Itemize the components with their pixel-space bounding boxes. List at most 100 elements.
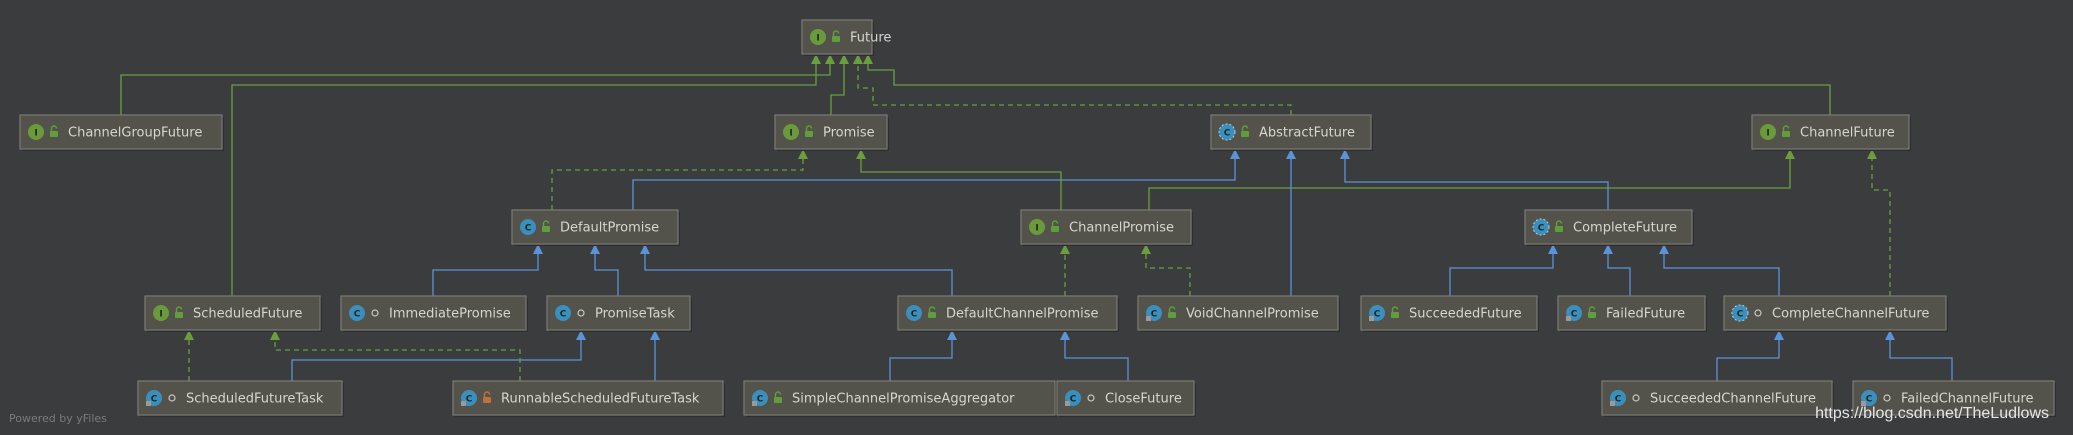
node-label: CompleteFuture <box>1573 221 1677 236</box>
edge-channel-promise-to-promise <box>856 149 1062 210</box>
node-promise[interactable]: I Promise <box>774 114 889 151</box>
edge-complete-channel-future-to-complete-future <box>1659 244 1780 296</box>
edge-promise-to-future <box>830 54 849 115</box>
edge-default-promise-to-abstract-future <box>632 149 1240 210</box>
svg-text:C: C <box>1737 310 1744 320</box>
edge-default-channel-promise-to-default-promise <box>640 244 953 296</box>
edge-default-promise-to-promise <box>551 149 808 210</box>
package-visibility-icon <box>1754 309 1762 317</box>
class-badge-icon: C <box>146 390 162 406</box>
public-visibility-icon <box>928 306 936 318</box>
public-visibility-icon <box>1051 220 1059 232</box>
class-badge-icon: C <box>1146 305 1162 321</box>
public-visibility-icon <box>1241 125 1249 137</box>
node-runnable-scheduled-future-task[interactable]: C RunnableScheduledFutureTask <box>452 380 725 417</box>
node-label: SimpleChannelPromiseAggregator <box>792 392 1015 407</box>
public-visibility-icon <box>1391 306 1399 318</box>
edge-void-channel-promise-to-abstract-future <box>1286 149 1296 296</box>
class-badge-icon: C <box>1532 218 1550 236</box>
edge-channel-group-future-to-future <box>120 54 835 115</box>
node-label: FailedChannelFuture <box>1901 392 2034 407</box>
edge-scheduled-future-to-future <box>231 54 821 296</box>
interface-badge-icon: I <box>783 124 799 140</box>
package-visibility-icon <box>371 309 379 317</box>
svg-text:I: I <box>1035 224 1038 234</box>
node-label: ChannelGroupFuture <box>68 126 202 141</box>
public-visibility-icon <box>1782 125 1790 137</box>
public-visibility-icon <box>50 125 58 137</box>
edge-failed-channel-future-to-complete-channel-future <box>1885 330 1953 381</box>
svg-text:I: I <box>789 129 792 139</box>
node-label: SucceededFuture <box>1409 307 1522 322</box>
edge-runnable-scheduled-future-task-to-scheduled-future <box>270 330 521 381</box>
class-badge-icon: C <box>1065 390 1081 406</box>
node-label: ScheduledFuture <box>193 307 302 322</box>
package-visibility-icon <box>168 394 176 402</box>
svg-text:C: C <box>560 310 567 320</box>
node-succeeded-future[interactable]: C SucceededFuture <box>1360 295 1539 332</box>
svg-text:C: C <box>466 395 473 405</box>
node-label: CloseFuture <box>1105 392 1182 407</box>
edge-failed-future-to-complete-future <box>1603 244 1631 296</box>
watermark-link[interactable]: https://blog.csdn.net/TheLudlows <box>1815 405 2049 422</box>
class-badge-icon: C <box>906 305 922 321</box>
node-label: DefaultChannelPromise <box>946 307 1099 322</box>
package-visibility-icon <box>1087 394 1095 402</box>
node-label: RunnableScheduledFutureTask <box>501 392 700 407</box>
node-label: ChannelPromise <box>1069 221 1174 236</box>
node-default-channel-promise[interactable]: C DefaultChannelPromise <box>897 295 1119 332</box>
class-badge-icon: C <box>1369 305 1385 321</box>
class-badge-icon: C <box>461 390 477 406</box>
node-abstract-future[interactable]: C AbstractFuture <box>1210 114 1373 151</box>
edge-promise-task-to-default-promise <box>590 244 619 296</box>
package-visibility-icon <box>577 309 585 317</box>
svg-text:C: C <box>911 310 918 320</box>
edge-runnable-scheduled-future-task-to-promise-task <box>650 330 660 381</box>
interface-badge-icon: I <box>810 29 826 45</box>
svg-text:I: I <box>159 310 162 320</box>
svg-text:C: C <box>525 224 532 234</box>
svg-text:C: C <box>1538 224 1545 234</box>
interface-badge-icon: I <box>153 305 169 321</box>
svg-text:C: C <box>1070 395 1077 405</box>
class-badge-icon: C <box>1610 390 1626 406</box>
node-label: ImmediatePromise <box>389 307 511 322</box>
edge-channel-future-to-future <box>863 54 1831 115</box>
public-visibility-icon <box>774 391 782 403</box>
edge-abstract-future-to-future <box>853 54 1292 115</box>
node-complete-future[interactable]: C CompleteFuture <box>1524 209 1694 246</box>
class-badge-icon: C <box>555 305 571 321</box>
svg-text:C: C <box>1151 310 1158 320</box>
class-badge-icon: C <box>1566 305 1582 321</box>
node-label: ChannelFuture <box>1800 126 1895 141</box>
node-channel-promise[interactable]: I ChannelPromise <box>1020 209 1193 246</box>
edge-complete-channel-future-to-channel-future <box>1867 149 1891 296</box>
edge-scheduled-future-task-to-scheduled-future <box>184 330 194 381</box>
class-badge-icon: C <box>520 219 536 235</box>
public-visibility-icon <box>1555 220 1563 232</box>
node-scheduled-future[interactable]: I ScheduledFuture <box>144 295 322 332</box>
svg-text:C: C <box>1571 310 1578 320</box>
node-label: Promise <box>823 126 875 141</box>
node-close-future[interactable]: C CloseFuture <box>1056 380 1196 417</box>
interface-badge-icon: I <box>1029 219 1045 235</box>
svg-text:C: C <box>1224 129 1231 139</box>
edge-channel-promise-to-channel-future <box>1148 149 1795 210</box>
public-visibility-icon <box>175 306 183 318</box>
edge-simple-channel-promise-aggregator-to-default-channel-promise <box>889 330 957 381</box>
node-label: AbstractFuture <box>1259 126 1355 141</box>
